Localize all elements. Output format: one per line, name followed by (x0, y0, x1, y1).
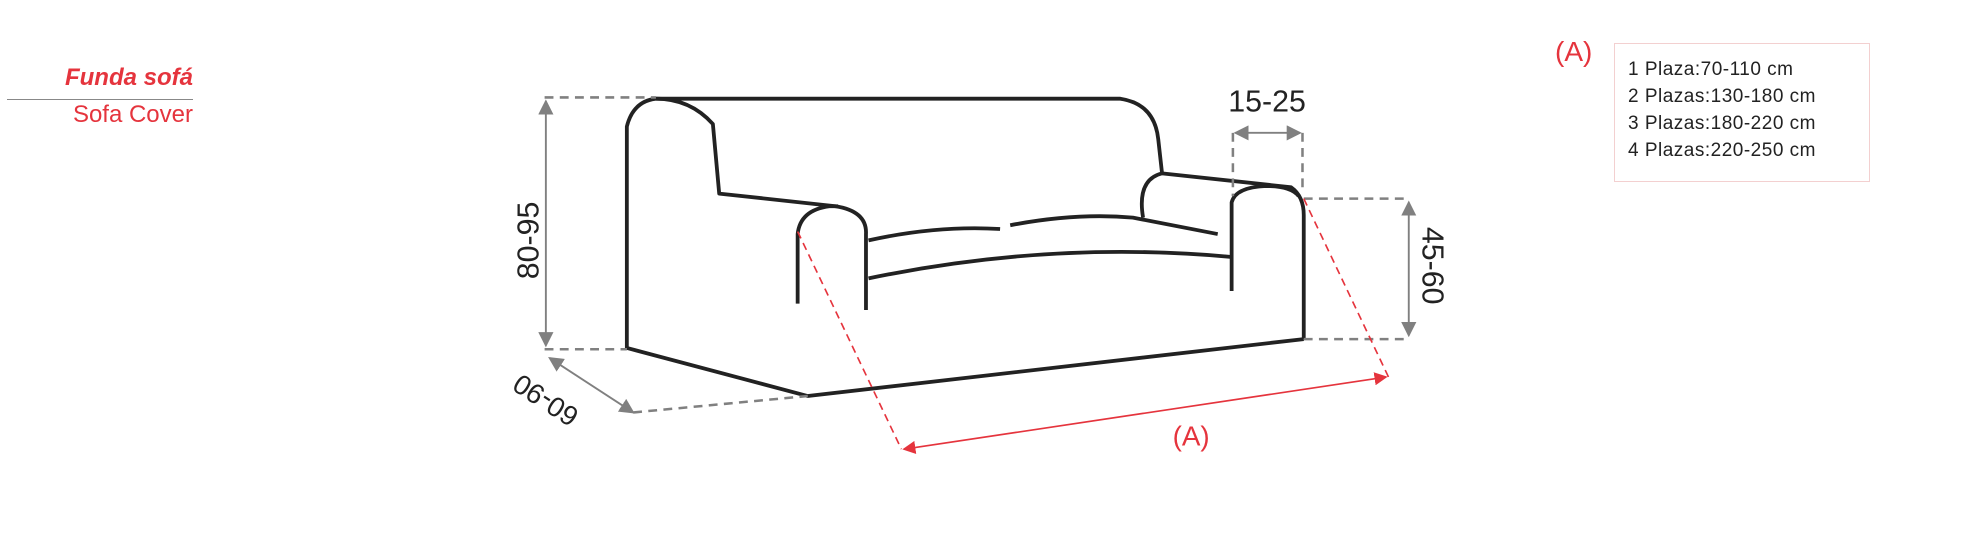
length-dimension (796, 198, 1390, 454)
arm-width-label: 15-25 (1228, 85, 1306, 118)
title-divider (7, 99, 193, 100)
depth-label: 60-90 (507, 368, 584, 433)
legend-label: (A) (1555, 36, 1593, 67)
legend-row: 1 Plaza:70-110 cm (1628, 59, 1794, 80)
legend-row: 3 Plazas:180-220 cm (1628, 113, 1816, 134)
length-label: (A) (1173, 420, 1210, 451)
title-spanish: Funda sofá (64, 64, 193, 91)
height-label: 80-95 (512, 202, 545, 280)
size-legend-box: 1 Plaza:70-110 cm 2 Plazas:130-180 cm 3 … (1614, 43, 1870, 182)
sofa-outline (624, 96, 1306, 398)
title-english: Sofa Cover (72, 101, 193, 128)
legend-row: 4 Plazas:220-250 cm (1628, 140, 1816, 161)
dimension-lines (538, 96, 1417, 414)
arm-height-label: 45-60 (1416, 227, 1449, 305)
legend-row: 2 Plazas:130-180 cm (1628, 86, 1816, 107)
